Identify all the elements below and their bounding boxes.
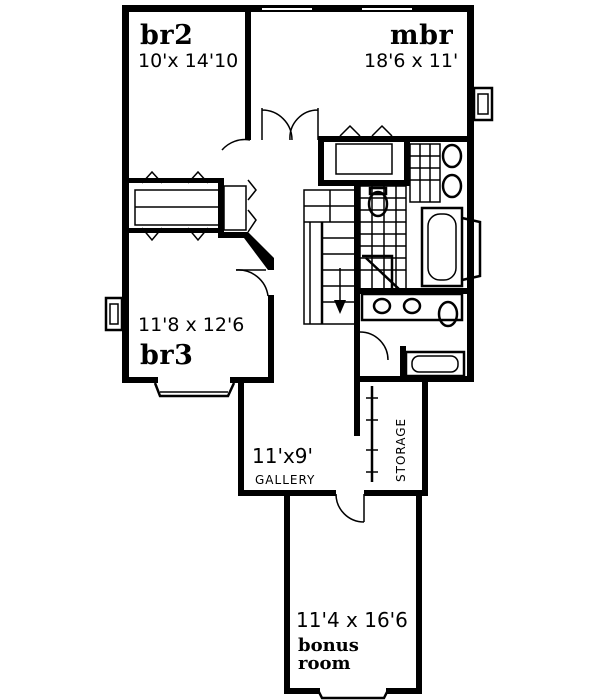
- door-swing-bath: [359, 331, 389, 361]
- bay-window-br3: [153, 382, 236, 398]
- wall-bonus-bottom-left: [284, 688, 320, 694]
- room-size-br2: 10'x 14'10: [138, 50, 239, 72]
- wall-mbr-closet: [318, 136, 324, 186]
- wall-bath-right: [467, 136, 474, 382]
- window-bonus-left: [285, 559, 290, 621]
- room-size-bonus: 11'4 x 16'6: [296, 608, 408, 632]
- wall-left-br2: [122, 5, 129, 383]
- toilet-hall: [437, 300, 459, 328]
- linen-closet: [223, 185, 247, 231]
- window-top-1: [262, 8, 312, 10]
- mbr-closet: [335, 143, 393, 175]
- sink-vanity-1: [372, 297, 392, 315]
- window-top-2: [362, 8, 412, 10]
- wall-bonus-left: [284, 490, 290, 694]
- bifold-door-2: [187, 170, 209, 184]
- sink-mbr-2: [441, 173, 463, 199]
- room-size-mbr: 18'6 x 11': [364, 50, 459, 72]
- wall-br3-right: [268, 295, 274, 383]
- door-swing-bonus: [335, 493, 365, 523]
- wall-top-br2: [122, 5, 250, 12]
- room-name-mbr: mbr: [390, 20, 454, 51]
- wall-bath-left: [354, 186, 360, 382]
- bathtub-hall: [404, 350, 466, 378]
- wall-gallery-right: [422, 376, 428, 496]
- room-name-bonus-line1: bonus: [298, 635, 359, 656]
- wall-br3-bottom-right: [230, 377, 274, 383]
- tub-bay: [461, 216, 482, 282]
- shower-corner: [362, 254, 401, 291]
- door-swing-br2: [221, 138, 251, 151]
- wall-bonus-bottom-right: [386, 688, 422, 694]
- wall-gallery-storage: [354, 376, 360, 436]
- wall-bonus-right: [416, 490, 422, 694]
- wall-gallery-bottom-right: [364, 490, 428, 496]
- room-name-storage: STORAGE: [394, 417, 408, 482]
- chimney-left: [104, 296, 124, 332]
- wall-closet-bottom: [122, 228, 222, 233]
- toilet-main: [367, 190, 389, 218]
- room-name-gallery: GALLERY: [255, 473, 316, 487]
- room-name-br2: br2: [140, 20, 194, 51]
- stair-arrow: [334, 300, 346, 314]
- room-size-br3: 11'8 x 12'6: [138, 314, 245, 336]
- wall-right-mbr: [467, 5, 474, 140]
- bifold-door-3: [141, 227, 163, 242]
- storage-doors: [366, 386, 378, 482]
- bathtub-main: [420, 206, 464, 288]
- window-storage: [423, 419, 428, 459]
- wall-mbr-bottom: [318, 136, 474, 142]
- room-name-br3: br3: [140, 340, 194, 371]
- wall-br2-mbr-divider: [245, 5, 251, 140]
- vanity: [360, 292, 464, 322]
- staircase: [303, 189, 357, 325]
- bay-window-bonus: [316, 689, 390, 700]
- window-gallery: [239, 419, 244, 477]
- bath-tile-floor: [359, 143, 441, 291]
- bifold-door-4: [187, 227, 209, 242]
- chimney-right: [472, 86, 494, 122]
- wall-br3-bottom-left: [122, 377, 158, 383]
- wall-linen: [218, 178, 224, 236]
- wall-br3-angle: [218, 232, 274, 270]
- sink-mbr-1: [441, 143, 463, 169]
- door-swing-mbr: [261, 108, 293, 141]
- wall-gallery-left: [238, 377, 244, 495]
- sink-vanity-2: [402, 297, 422, 315]
- room-name-bonus-line2: room: [298, 653, 351, 674]
- wall-top-mbr: [245, 5, 473, 12]
- door-swing-br3: [235, 269, 269, 297]
- room-size-gallery: 11'x9': [252, 444, 314, 468]
- wall-br2-bottom: [122, 178, 222, 183]
- window-bonus-right: [417, 559, 422, 621]
- bifold-door-1: [141, 170, 163, 184]
